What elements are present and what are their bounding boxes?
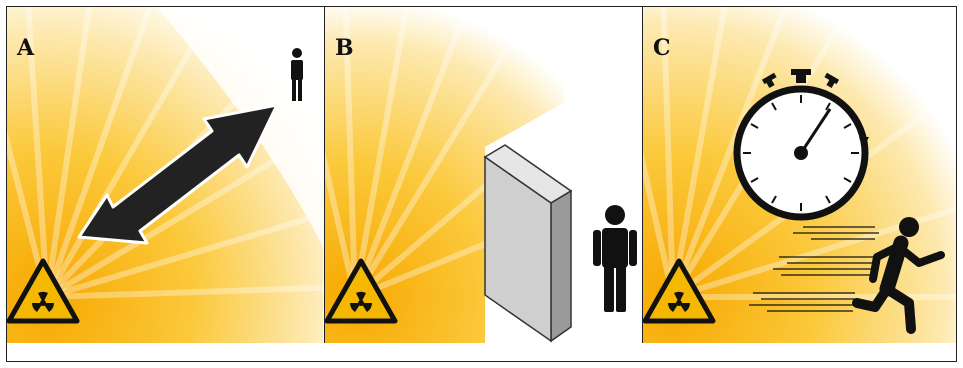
panel-c-label: C [653,35,671,61]
panel-a-label: A [17,35,34,61]
panel-b-label: B [335,35,354,61]
person-icon [593,205,637,312]
panel-b: B [325,7,641,343]
panel-a: A [7,7,323,343]
shield-wall-icon [485,145,571,341]
panel-a-graphic [7,7,323,343]
panel-b-graphic [325,7,641,343]
figure-frame: A [6,6,957,362]
panel-c-graphic [643,7,956,343]
panel-c: C [643,7,956,343]
